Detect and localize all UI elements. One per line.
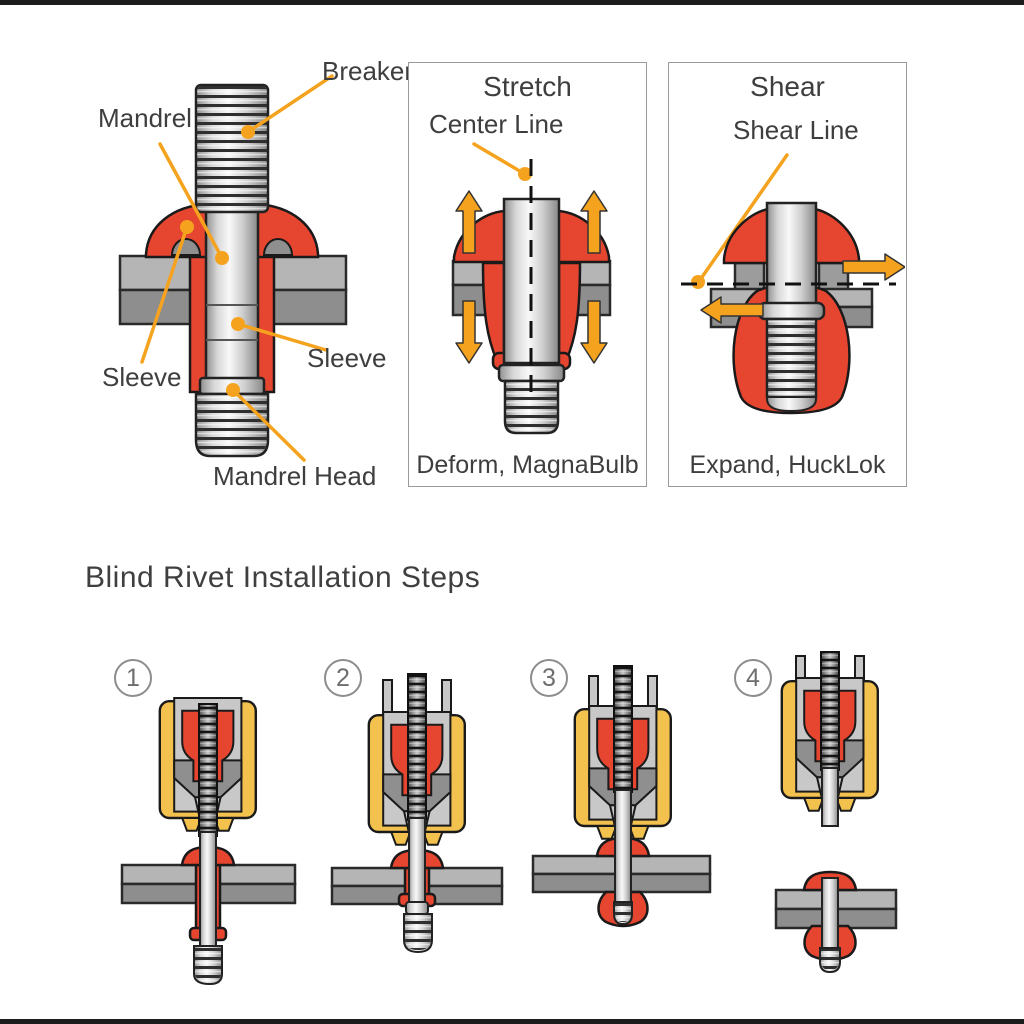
shear-caption: Expand, HuckLok	[689, 451, 886, 479]
shear-panel: Shear Shear Line Expand, HuckLok	[668, 62, 907, 487]
label-breaker: Breaker	[322, 56, 414, 86]
top-border-bar	[0, 0, 1024, 5]
stretch-caption: Deform, MagnaBulb	[416, 451, 639, 479]
installation-step-3: 3	[518, 650, 723, 995]
stretch-annotation: Center Line	[429, 109, 564, 139]
stretch-title: Stretch	[483, 71, 572, 102]
label-mandrel: Mandrel	[98, 103, 192, 133]
installation-step-2: 2	[312, 650, 517, 995]
shear-annotation: Shear Line	[733, 115, 859, 145]
step-4-art	[774, 651, 898, 974]
bottom-border-bar	[0, 1019, 1024, 1024]
step-number-badge: 4	[734, 659, 772, 697]
label-sleeve-left: Sleeve	[102, 362, 182, 392]
leader-dots	[180, 125, 255, 397]
installation-step-1: 1	[100, 650, 315, 995]
step-number-badge: 1	[114, 659, 152, 697]
label-mandrel-head: Mandrel Head	[213, 461, 377, 491]
step-2-art	[330, 673, 504, 954]
installation-step-4: 4	[722, 650, 937, 995]
rivet-anatomy-diagram: Breaker Mandrel Sleeve Sleeve Mandrel He…	[60, 40, 420, 510]
step-3-art	[531, 665, 712, 928]
stretch-panel: Stretch Center Line Deform, MagnaBulb	[408, 62, 647, 487]
step-number-badge: 2	[324, 659, 362, 697]
section-heading: Blind Rivet Installation Steps	[85, 561, 481, 594]
shear-title: Shear	[750, 71, 825, 102]
stretch-art	[451, 142, 612, 435]
step-1-art	[120, 696, 297, 986]
shear-art	[681, 153, 905, 415]
step-number-badge: 3	[530, 659, 568, 697]
rivet-anatomy-art	[118, 74, 348, 462]
leader-lines	[140, 74, 334, 462]
label-sleeve-right: Sleeve	[307, 343, 387, 373]
